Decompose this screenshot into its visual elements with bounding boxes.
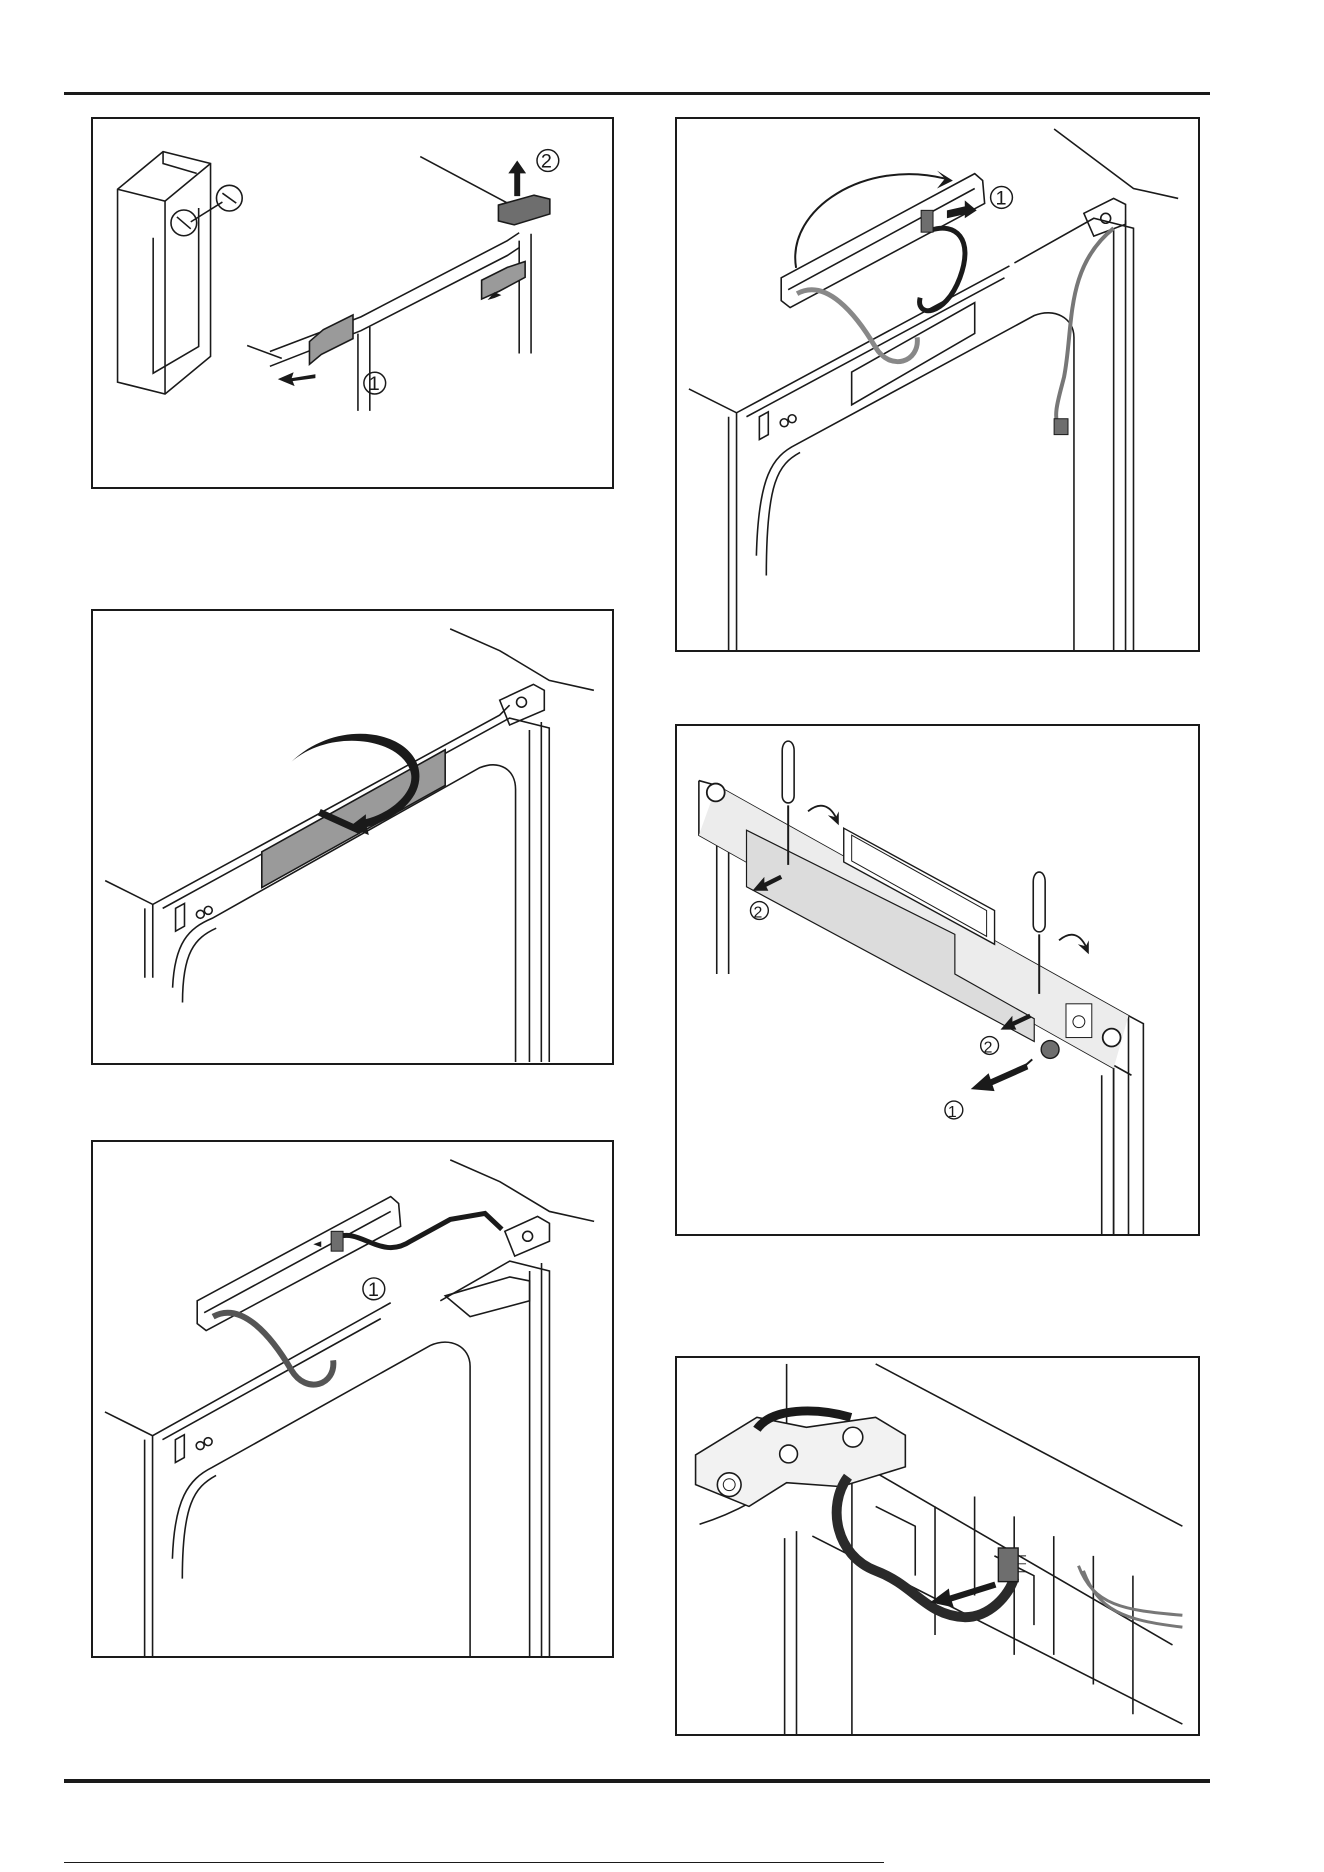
callout-1: 1 [948,1104,957,1121]
figure-remove-covers: 2 1 [91,117,614,489]
illustration-flip-panel [93,611,612,1063]
illustration-unscrew-bar: 2 2 1 [677,726,1198,1234]
illustration-disconnect-plug: 1 [677,119,1198,650]
callout-1: 1 [996,187,1007,209]
callout-1: 1 [368,1279,379,1301]
callout-2: 2 [541,150,552,172]
figure-flip-panel [91,609,614,1065]
callout-2a: 2 [753,904,762,921]
illustration-remove-covers: 2 1 [93,119,612,487]
figure-unscrew-bar: 2 2 1 [675,724,1200,1236]
figure-pull-cables: 1 [91,1140,614,1658]
figure-disconnect-plug: 1 [675,117,1200,652]
top-rule [64,92,1210,95]
illustration-pull-cables: 1 [93,1142,612,1656]
illustration-unplug-cable [677,1358,1198,1734]
callout-2b: 2 [984,1039,993,1056]
footer-rule [64,1862,884,1863]
bottom-rule [64,1779,1210,1783]
callout-1: 1 [369,373,380,395]
figure-unplug-cable [675,1356,1200,1736]
